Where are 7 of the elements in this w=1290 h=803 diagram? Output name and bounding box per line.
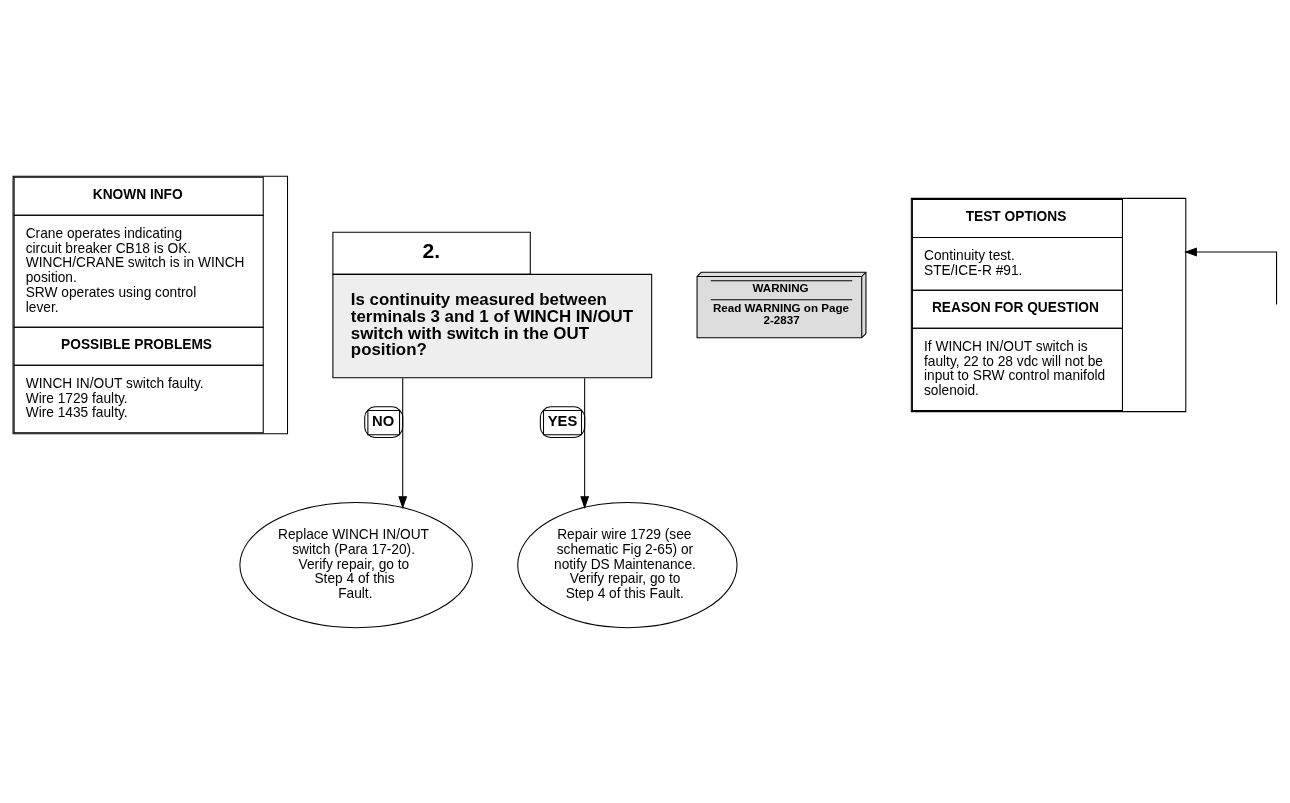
edge-label: YES xyxy=(547,412,578,429)
node-ellipse: Repair wire 1729 (see schematic Fig 2-65) or notify DS Maintenance. Verify repair, go to Step 4 of this Fault. xyxy=(517,501,738,628)
edge-label: NO xyxy=(372,412,395,429)
arrow xyxy=(1184,247,1278,305)
node-ellipse: Replace WINCH IN/OUT switch (Para 17-20). Verify repair, go to Step 4 of this Fault. xyxy=(239,501,473,628)
arrow xyxy=(580,377,590,509)
arrow xyxy=(398,377,408,509)
